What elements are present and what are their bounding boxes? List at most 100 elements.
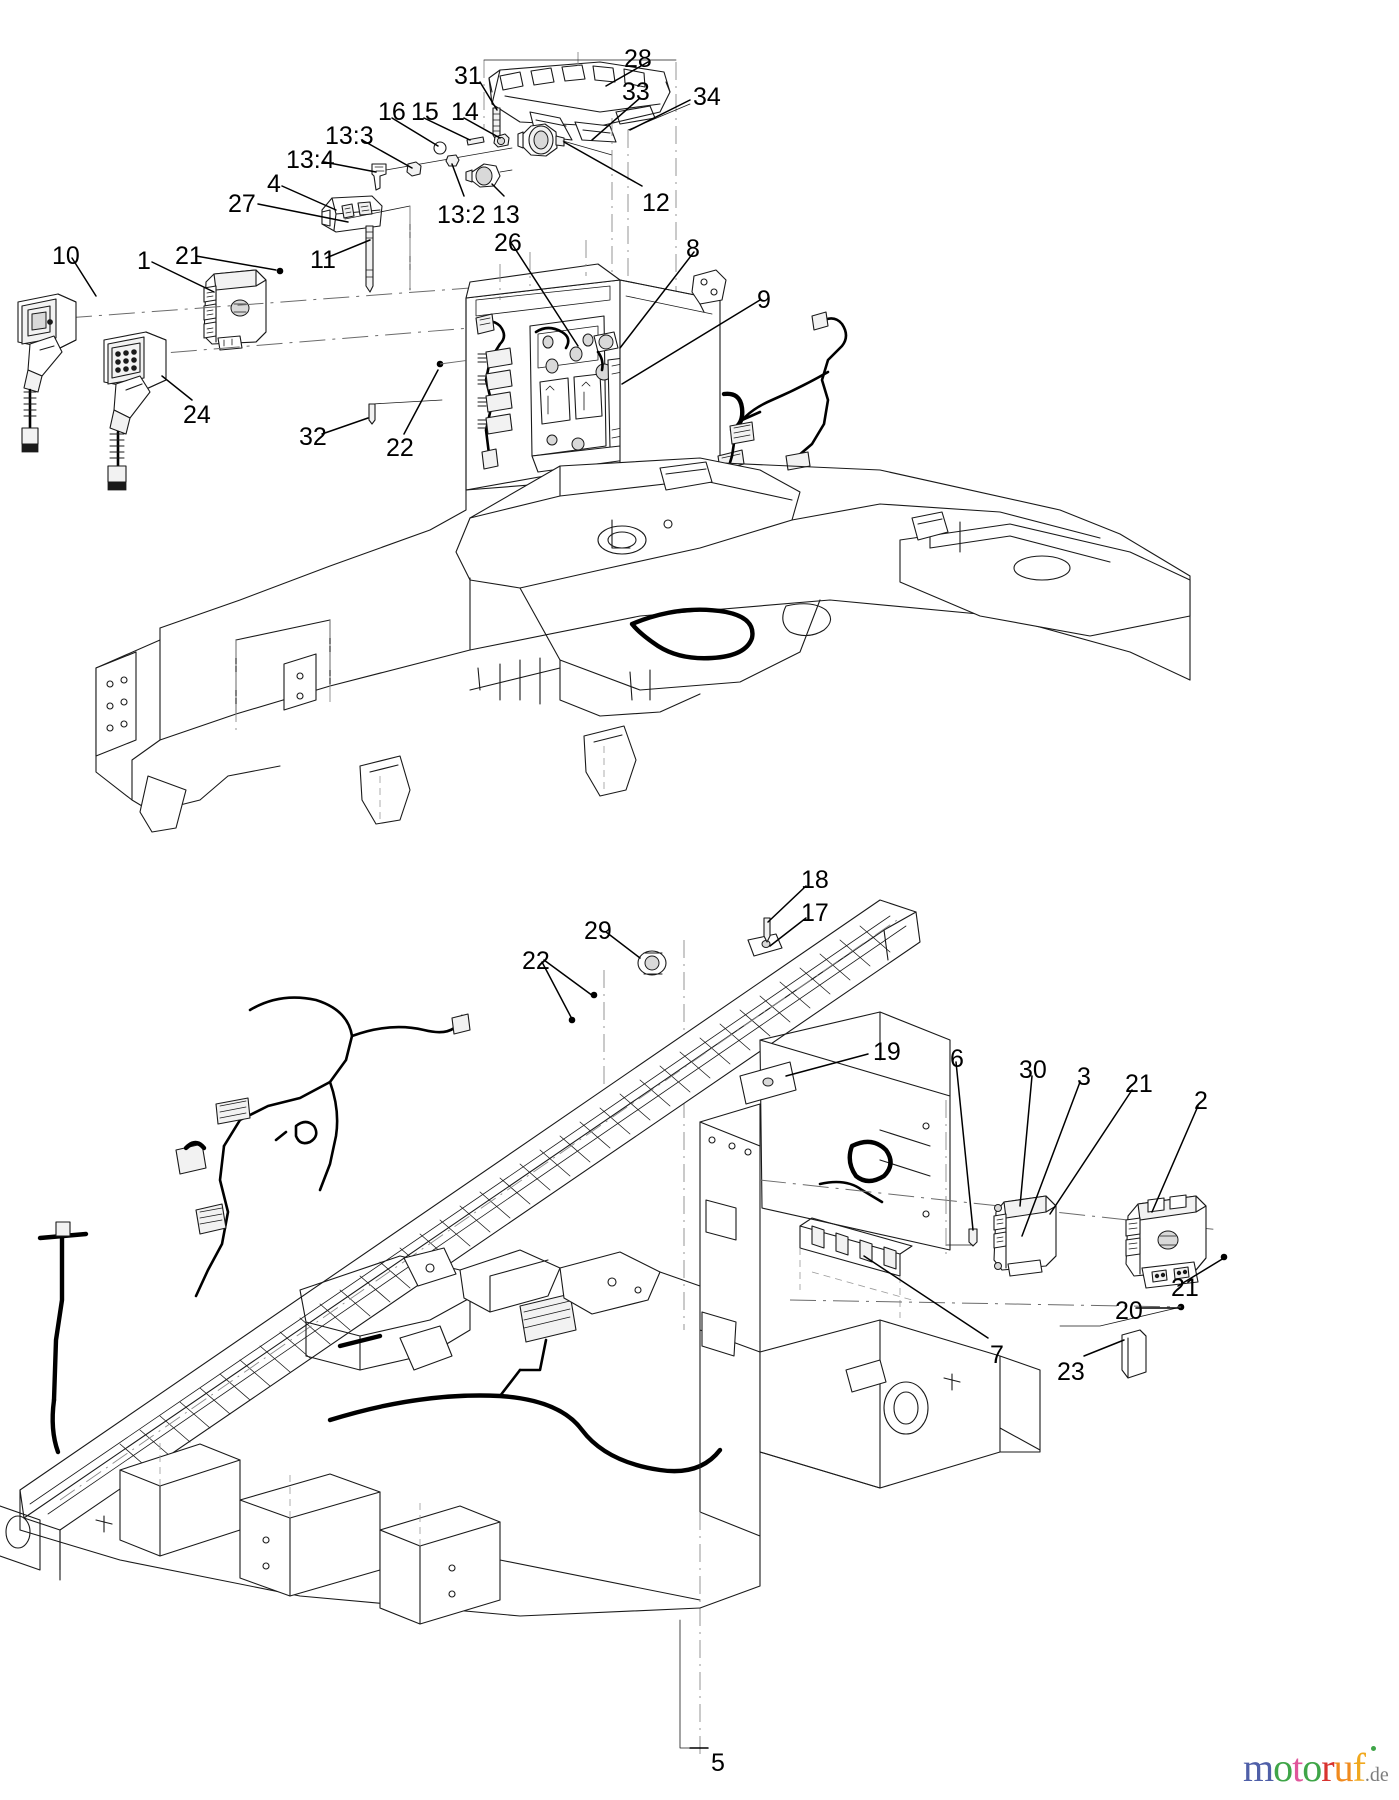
callout-33: 33 [622, 78, 650, 106]
callout-31: 31 [454, 62, 482, 90]
leader-14 [463, 117, 501, 139]
extension-20 [1059, 1306, 1182, 1327]
chassis-frame-lower [0, 1247, 1041, 1760]
pin-part-32 [368, 403, 376, 425]
callout-22-upper: 22 [386, 434, 414, 462]
leader-13-2 [451, 163, 465, 197]
leader-30 [1019, 1075, 1033, 1207]
attach-point-22a [590, 991, 598, 999]
logo-suffix: .de [1364, 1764, 1389, 1786]
logo-accent-dot [1371, 1746, 1376, 1751]
leader-18 [767, 885, 807, 923]
callout-34: 34 [693, 83, 721, 111]
callout-7: 7 [990, 1341, 1004, 1369]
leader-22-upper [403, 369, 439, 435]
leader-21-b [1021, 1081, 1081, 1237]
callout-5: 5 [711, 1749, 725, 1777]
connector-plug-part-10 [17, 293, 77, 453]
callout-21-upper: 21 [175, 242, 203, 270]
callout-12: 12 [642, 189, 670, 217]
callout-21-mid: 21 [1125, 1070, 1153, 1098]
callout-26: 26 [494, 229, 522, 257]
leader-3 [1049, 1089, 1133, 1215]
control-module-part-30 [993, 1195, 1057, 1277]
leader-24 [161, 375, 193, 401]
callout-1: 1 [137, 247, 151, 275]
switch-part-12 [517, 123, 565, 157]
centerline-20 [789, 1299, 1182, 1308]
bolt-part-18 [763, 917, 771, 943]
logo-letter-m: m [1243, 1745, 1274, 1790]
leader-16 [391, 117, 439, 147]
callout-4: 4 [267, 170, 281, 198]
callout-11: 11 [310, 246, 336, 274]
callout-6: 6 [950, 1045, 964, 1073]
callout-18: 18 [801, 866, 829, 894]
callout-13-2: 13:2 [437, 201, 486, 229]
leader-26 [511, 243, 579, 347]
small-hardware-row [371, 133, 513, 191]
leader-15 [423, 117, 471, 141]
callout-3: 3 [1077, 1063, 1091, 1091]
leader-1 [151, 261, 215, 293]
centerline-modules-lower [759, 1179, 1221, 1231]
relay-bracket-part-4 [321, 195, 383, 233]
leader-22-lower [541, 959, 594, 1020]
leader-7 [863, 1255, 989, 1339]
callout-17: 17 [801, 899, 829, 927]
leader-19 [785, 1053, 869, 1077]
callout-15: 15 [411, 98, 439, 126]
chassis-frame-upper [95, 457, 1191, 833]
leader-12-stem [562, 140, 613, 156]
callout-16: 16 [378, 98, 406, 126]
logo-letter-u: u [1333, 1745, 1354, 1790]
callout-22-lower: 22 [522, 947, 550, 975]
centerline-module-24 [127, 327, 471, 357]
callout-21-bottom: 21 [1171, 1274, 1199, 1302]
leader-lines [71, 61, 1225, 1749]
callout-8: 8 [686, 235, 700, 263]
callout-24: 24 [183, 401, 211, 429]
logo-letter-t: t [1292, 1745, 1303, 1790]
control-module-part-1 [203, 269, 267, 351]
leader-27 [257, 203, 349, 223]
callout-10: 10 [52, 242, 80, 270]
leader-17 [769, 917, 807, 947]
callout-13-3: 13:3 [325, 122, 374, 150]
leader-13 [491, 183, 505, 197]
callout-20: 20 [1115, 1297, 1143, 1325]
callout-28: 28 [624, 45, 652, 73]
leader-6 [955, 1061, 974, 1231]
callout-29: 29 [584, 917, 612, 945]
logo-letter-o2: o [1302, 1745, 1322, 1790]
electrical-panel-group [465, 263, 745, 491]
leader-34 [629, 99, 691, 131]
callout-9: 9 [757, 286, 771, 314]
callout-30: 30 [1019, 1056, 1047, 1084]
leader-31 [479, 81, 498, 111]
attach-point-21-upper [276, 267, 284, 275]
callout-13-4: 13:4 [286, 146, 335, 174]
leader-13-4 [323, 161, 377, 173]
callout-19: 19 [873, 1038, 901, 1066]
connector-stack-left [477, 347, 513, 435]
wire-harness-right-upper [724, 311, 848, 478]
leader-33 [591, 97, 641, 141]
leader-12 [563, 141, 643, 187]
centerline-22u [439, 359, 471, 365]
centerline-rail [59, 917, 901, 1501]
clip-part-23 [1121, 1329, 1147, 1379]
logo-letter-r: r [1321, 1745, 1334, 1790]
leader-28 [605, 61, 649, 87]
leader-2 [1151, 1105, 1199, 1213]
callout-14: 14 [451, 98, 479, 126]
logo-letter-f: f [1352, 1745, 1366, 1790]
pin-grid-24 [115, 349, 137, 373]
leader-23 [1083, 1339, 1125, 1357]
deck-plate-lower [699, 1011, 951, 1357]
leader-11 [325, 239, 371, 259]
leader-9 [621, 299, 761, 385]
callout-32: 32 [299, 423, 327, 451]
leader-21-c [1177, 1257, 1225, 1287]
